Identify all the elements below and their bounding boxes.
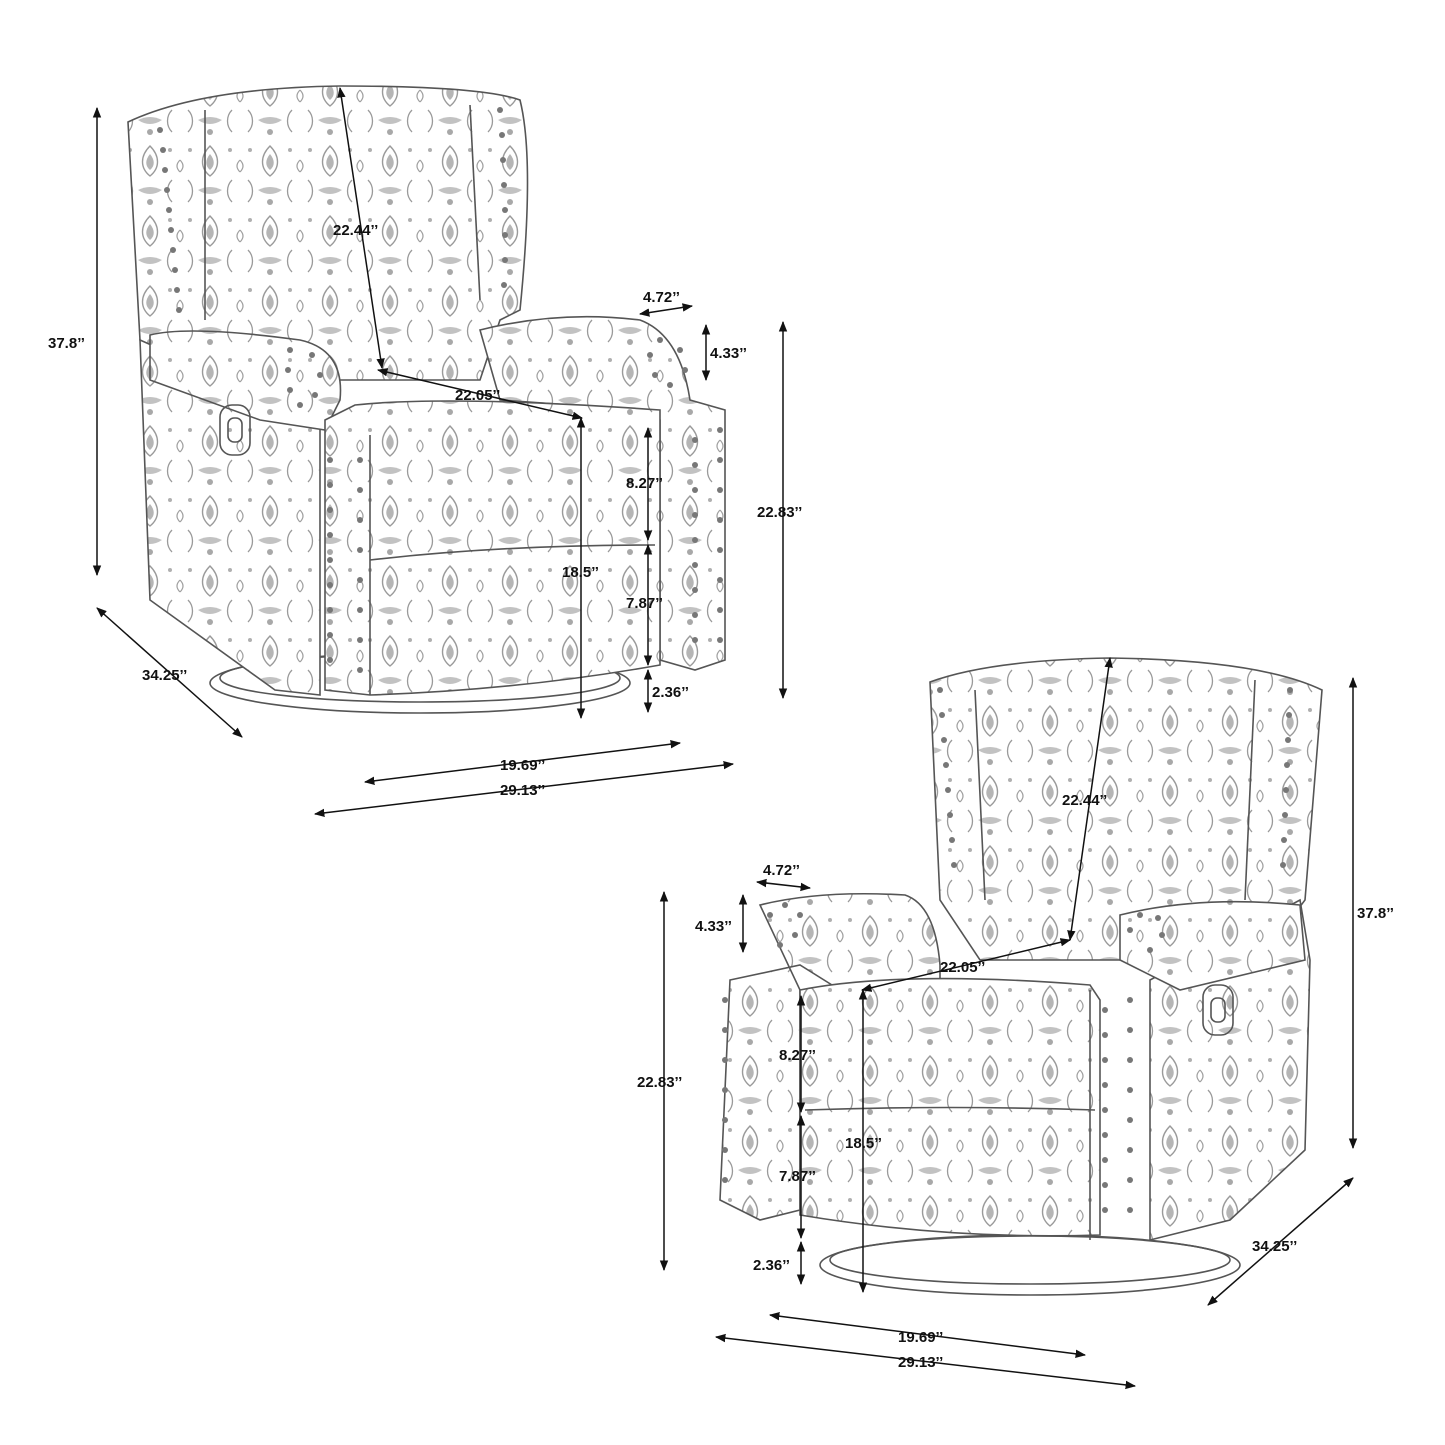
label-overall-height-left: 37.8’’ bbox=[48, 335, 85, 352]
swivel-base-inner-right bbox=[829, 1235, 1231, 1285]
chair-right bbox=[719, 657, 1323, 1296]
label-base-clearance-right: 2.36’’ bbox=[753, 1257, 790, 1274]
label-seat-depth-left: 22.05’’ bbox=[455, 387, 500, 404]
label-lower-front-right: 7.87’’ bbox=[779, 1168, 816, 1185]
dim-line-arm-width-left bbox=[638, 303, 694, 317]
dim-line-back-height-left bbox=[337, 86, 385, 370]
dim-line-depth-left bbox=[96, 607, 243, 738]
chair-back-right bbox=[929, 657, 1323, 961]
dim-line-depth-right bbox=[1207, 1177, 1354, 1306]
label-seat-height-left: 18.5’’ bbox=[562, 564, 599, 581]
label-arm-total-height-right: 22.83’’ bbox=[637, 1074, 682, 1091]
label-overall-height-right: 37.8’’ bbox=[1357, 905, 1394, 922]
label-arm-width-right: 4.72’’ bbox=[763, 862, 800, 879]
label-arm-height-right: 4.33’’ bbox=[695, 918, 732, 935]
chair-back-left bbox=[127, 85, 529, 381]
label-arm-height-left: 4.33’’ bbox=[710, 345, 747, 362]
chair-front-left bbox=[324, 400, 661, 696]
chair-arm-right-b bbox=[1119, 900, 1306, 991]
label-arm-width-left: 4.72’’ bbox=[643, 289, 680, 306]
chair-arm-left-b bbox=[479, 315, 726, 671]
label-seat-depth-right: 22.05’’ bbox=[940, 959, 985, 976]
label-back-height-left: 22.44’’ bbox=[333, 222, 378, 239]
label-base-clearance-left: 2.36’’ bbox=[652, 684, 689, 701]
chair-arm-left-a bbox=[149, 330, 342, 431]
label-seat-height-right: 18.5’’ bbox=[845, 1135, 882, 1152]
label-arm-total-height-left: 22.83’’ bbox=[757, 504, 802, 521]
label-depth-right: 34.25’’ bbox=[1252, 1238, 1297, 1255]
dimensions-right: 37.8’’ 22.44’’ 22.05’’ 4.72’’ 4.33’’ 22.… bbox=[637, 656, 1394, 1390]
nailhead-trim-left bbox=[157, 107, 723, 673]
dim-line-overall-width-left bbox=[313, 760, 735, 818]
label-overall-width-left: 29.13’’ bbox=[500, 782, 545, 799]
chair-left bbox=[127, 85, 726, 714]
recline-handle-left bbox=[219, 404, 251, 456]
dim-line-back-height-right bbox=[1067, 656, 1113, 942]
label-overall-width-right: 29.13’’ bbox=[898, 1354, 943, 1371]
dim-line-arm-width-right bbox=[755, 878, 812, 892]
recline-handle-right bbox=[1202, 984, 1234, 1036]
dim-line-overall-width-right bbox=[714, 1333, 1137, 1390]
dim-line-seat-depth-left bbox=[376, 368, 584, 420]
label-seat-cushion-right: 8.27’’ bbox=[779, 1047, 816, 1064]
nailhead-trim-right bbox=[722, 687, 1293, 1213]
label-seat-cushion-left: 8.27’’ bbox=[626, 475, 663, 492]
dimensions-left: 37.8’’ 22.44’’ 22.05’’ 4.72’’ 4.33’’ 22.… bbox=[48, 86, 802, 818]
label-seat-width-right: 19.69’’ bbox=[898, 1329, 943, 1346]
label-lower-front-left: 7.87’’ bbox=[626, 595, 663, 612]
label-depth-left: 34.25’’ bbox=[142, 667, 187, 684]
label-back-height-right: 22.44’’ bbox=[1062, 792, 1107, 809]
dim-line-seat-depth-right bbox=[860, 938, 1072, 992]
label-seat-width-left: 19.69’’ bbox=[500, 757, 545, 774]
